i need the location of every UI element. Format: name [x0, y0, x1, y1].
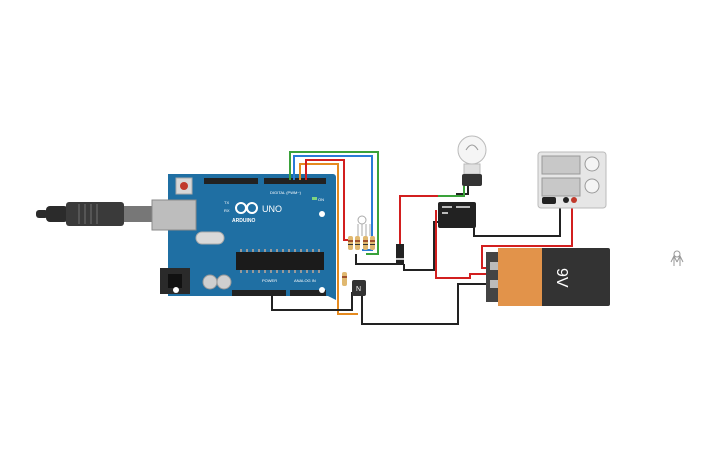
- relay[interactable]: [438, 202, 476, 228]
- analog-header: [290, 290, 326, 296]
- on-led: [312, 197, 317, 200]
- analog-label: ANALOG IN: [294, 278, 316, 283]
- arduino-board[interactable]: ARDUINO UNO DIGITAL (PWM~) POWER ANALOG …: [151, 174, 336, 300]
- supply-knob-voltage[interactable]: [584, 156, 600, 172]
- rx-label: RX: [224, 208, 230, 213]
- wire-black-led[interactable]: [355, 254, 404, 265]
- battery-9v[interactable]: 9V: [486, 248, 610, 306]
- supply-display-bottom: [541, 177, 581, 197]
- wire-green-bulb[interactable]: [438, 186, 465, 197]
- supply-terminal-neg[interactable]: [563, 197, 569, 203]
- supply-knob-current[interactable]: [584, 178, 600, 194]
- npn-transistor[interactable]: N: [352, 280, 366, 296]
- diode[interactable]: [396, 244, 404, 264]
- power-label: POWER: [262, 278, 277, 283]
- power-header: [232, 290, 286, 296]
- atmega-chip: [236, 252, 324, 270]
- crystal: [195, 231, 225, 245]
- board-model: UNO: [262, 204, 282, 214]
- wire-red-battery[interactable]: [435, 210, 490, 279]
- wire-red-signal[interactable]: [305, 159, 352, 241]
- wire-orange[interactable]: [299, 163, 358, 315]
- on-label: ON: [318, 197, 324, 202]
- supply-display-top: [541, 155, 581, 175]
- resistor-array[interactable]: [348, 236, 375, 250]
- wire-blue[interactable]: [293, 155, 373, 251]
- board-brand: ARDUINO: [232, 218, 255, 224]
- wire-red-diode[interactable]: [399, 195, 438, 250]
- wire-green[interactable]: [289, 151, 379, 255]
- component-icon[interactable]: [670, 250, 684, 266]
- light-bulb[interactable]: [457, 135, 487, 186]
- arduino-logo-icon: [235, 202, 258, 214]
- rgb-led[interactable]: [357, 215, 371, 236]
- wire-black-transistor[interactable]: [361, 283, 490, 325]
- digital-header-right: [264, 178, 326, 184]
- resistor-base[interactable]: [342, 272, 347, 286]
- wire-black-gnd[interactable]: [271, 292, 353, 311]
- battery-label: 9V: [553, 268, 570, 288]
- wire-red-supply[interactable]: [481, 200, 573, 269]
- digital-header-left: [204, 178, 258, 184]
- supply-switch[interactable]: [542, 197, 556, 204]
- supply-terminal-pos[interactable]: [571, 197, 577, 203]
- power-supply[interactable]: [537, 151, 607, 209]
- tx-label: TX: [224, 200, 229, 205]
- usb-jack: [151, 199, 197, 231]
- digital-label: DIGITAL (PWM~): [270, 190, 302, 195]
- transistor-label: N: [356, 286, 361, 293]
- wire-black-bulb[interactable]: [456, 186, 469, 195]
